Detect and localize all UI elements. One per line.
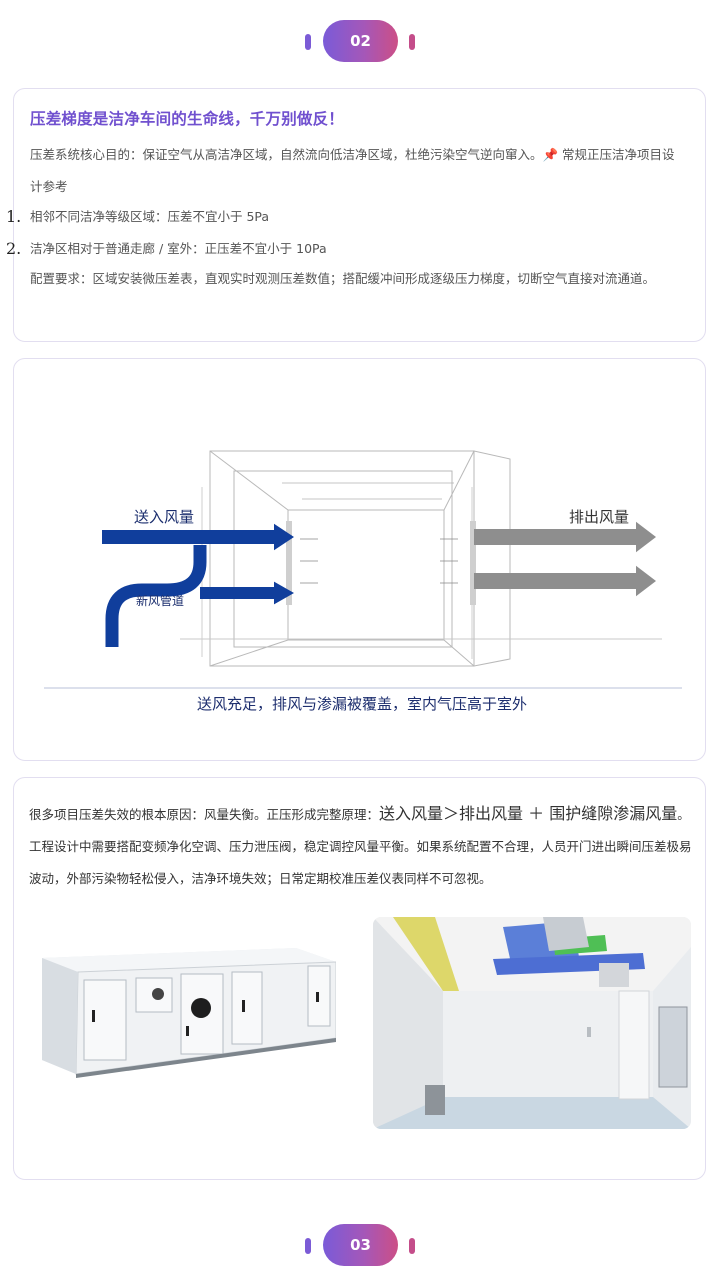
pressure-gradient-card: 压差梯度是洁净车间的生命线，千万别做反！ 压差系统核心目的：保证空气从高洁净区域… xyxy=(6,88,706,342)
fresh-air-arrow xyxy=(200,581,294,605)
list-item: 2. 洁净区相对于普通走廊 / 室外：正压差不宜小于 10Pa xyxy=(6,239,327,259)
card-title: 压差梯度是洁净车间的生命线，千万别做反！ xyxy=(30,110,345,128)
section-marker-03: 03 xyxy=(0,1224,720,1270)
airflow-diagram: 送入风量 排出风量 新风管道 送风充足，排风与渗漏被覆盖，室内气压高于室外 xyxy=(44,450,682,713)
exhaust-air-arrow xyxy=(474,565,656,597)
supply-label: 送入风量 xyxy=(134,508,194,526)
supply-air-arrow xyxy=(102,523,294,551)
balance-paragraph: 很多项目压差失效的根本原因：风量失衡。正压形成完整原理：送入风量＞排出风量 ＋ … xyxy=(29,798,693,895)
exhaust-air-arrow xyxy=(474,521,656,553)
list-number: 1. xyxy=(6,207,22,226)
section-marker-02: 02 xyxy=(0,20,720,66)
exhaust-label: 排出风量 xyxy=(569,508,629,526)
list-number: 2. xyxy=(6,239,22,258)
list-item: 1. 相邻不同洁净等级区域：压差不宜小于 5Pa xyxy=(6,207,270,227)
paragraph-text: 。工程设计中需要搭配变频净化空调、压力泄压阀，稳定调控风量平衡。如果系统配置不合… xyxy=(29,807,692,886)
dimension-lines xyxy=(282,482,454,500)
airflow-diagram-card: 送入风量 排出风量 新风管道 送风充足，排风与渗漏被覆盖，室内气压高于室外 xyxy=(13,358,706,761)
inner-airflow-ticks xyxy=(300,538,458,584)
airflow-balance-card: 很多项目压差失效的根本原因：风量失衡。正压形成完整原理：送入风量＞排出风量 ＋ … xyxy=(13,777,706,1180)
pressure-formula: 送入风量＞排出风量 ＋ 围护缝隙渗漏风量 xyxy=(379,804,678,823)
marker-bar-left xyxy=(305,1238,311,1254)
config-paragraph: 配置要求：区域安装微压差表，直观实时观测压差数值；搭配缓冲间形成逐级压力梯度，切… xyxy=(30,271,656,286)
paragraph-text: 很多项目压差失效的根本原因：风量失衡。正压形成完整原理： xyxy=(29,807,380,822)
duct-label: 新风管道 xyxy=(136,593,184,608)
room-outline xyxy=(180,450,662,667)
cleanroom-interior-image xyxy=(373,917,691,1129)
exhaust-grille xyxy=(470,521,476,605)
marker-bar-left xyxy=(305,34,311,50)
intro-paragraph: 压差系统核心目的：保证空气从高洁净区域，自然流向低洁净区域，杜绝污染空气逆向窜入… xyxy=(30,147,675,194)
air-handling-unit-image xyxy=(42,948,336,1078)
diagram-caption: 送风充足，排风与渗漏被覆盖，室内气压高于室外 xyxy=(197,695,527,713)
fresh-air-duct xyxy=(105,545,207,647)
section-number: 02 xyxy=(323,20,398,62)
list-text: 洁净区相对于普通走廊 / 室外：正压差不宜小于 10Pa xyxy=(30,241,327,256)
section-number: 03 xyxy=(323,1224,398,1266)
marker-bar-right xyxy=(409,1238,415,1254)
supply-diffuser xyxy=(286,521,292,605)
list-text: 相邻不同洁净等级区域：压差不宜小于 5Pa xyxy=(30,209,270,224)
marker-bar-right xyxy=(409,34,415,50)
